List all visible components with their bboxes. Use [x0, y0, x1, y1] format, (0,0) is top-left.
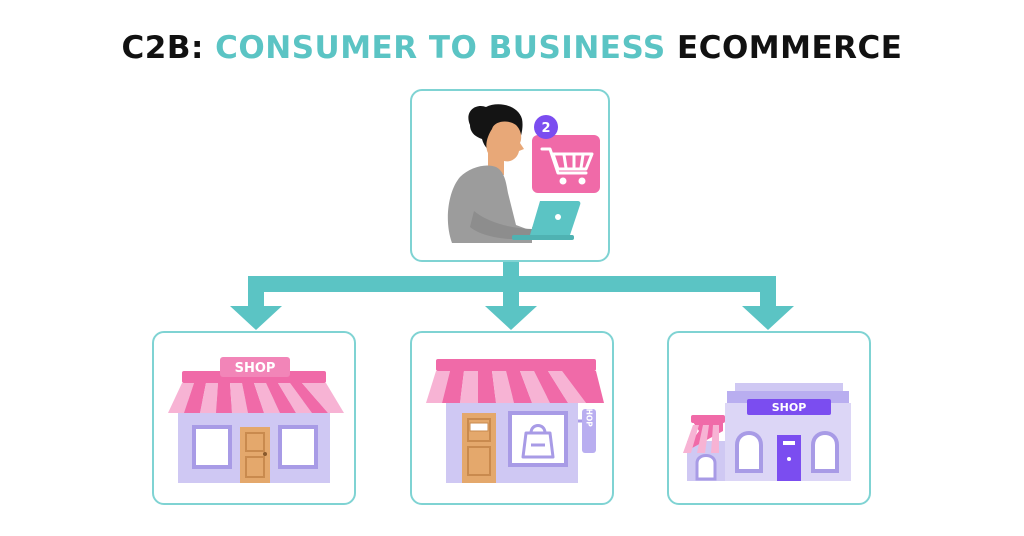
- arrow-left-head: [230, 306, 282, 330]
- shop-3-top-cornice: [735, 383, 843, 391]
- shop-3-sign: [747, 399, 831, 415]
- shop-2-awning-stripes: [426, 371, 604, 403]
- shop-3-window-left: [735, 431, 763, 473]
- shopping-bag-icon: [521, 431, 555, 459]
- consumer-box: 2: [410, 89, 610, 262]
- shop-3-illustration: SHOP: [683, 383, 851, 481]
- arrow-center-head: [485, 306, 537, 330]
- shop-2-illustration: SHOP: [426, 359, 604, 483]
- shop-3-sign-label: SHOP: [772, 401, 807, 414]
- shop-2-door-hanging-sign: [469, 422, 489, 432]
- page-title: C2B: CONSUMER TO BUSINESS ECOMMERCE: [0, 30, 1024, 66]
- shop-3-side-awning-stripes: [683, 425, 719, 453]
- laptop-logo: [555, 214, 561, 220]
- shop-1-window-left: [192, 425, 232, 469]
- cart-badge-count: 2: [541, 121, 550, 136]
- cart-wheel-left: [559, 177, 567, 185]
- shop-2-awning-bar: [436, 359, 596, 371]
- cart-icon: [540, 147, 594, 175]
- shop-1-illustration: SHOP: [168, 357, 344, 483]
- sweater: [447, 165, 532, 243]
- shop-3-side-window: [695, 454, 717, 481]
- arrow-center-stem: [503, 276, 519, 308]
- shop-3-door-knob: [787, 457, 791, 461]
- shop-1-awning-stripes: [168, 383, 344, 413]
- title-suffix: ECOMMERCE: [677, 30, 903, 66]
- shop-3-window-right: [811, 431, 839, 473]
- shop-2-vertical-sign-label: SHOP: [585, 403, 594, 427]
- arrow-right-stem: [760, 276, 776, 308]
- shop-3-side-awning-bar: [691, 415, 725, 423]
- business-shop-2: SHOP: [410, 331, 614, 505]
- arrow-left-stem: [248, 276, 264, 308]
- shop-1-sign-label: SHOP: [235, 361, 276, 376]
- title-prefix: C2B:: [121, 30, 204, 66]
- shop-2-vertical-sign: [582, 409, 596, 453]
- consumer-illustration: 2: [447, 104, 600, 243]
- business-shop-1: SHOP: [152, 331, 356, 505]
- shop-1-door-knob: [263, 452, 267, 456]
- arrow-right-head: [742, 306, 794, 330]
- business-shop-3: SHOP: [667, 331, 871, 505]
- shop-1-window-right: [278, 425, 318, 469]
- title-highlight: CONSUMER TO BUSINESS: [215, 30, 666, 66]
- cart-wheel-right: [578, 177, 586, 185]
- arm: [470, 211, 536, 240]
- shop-1-sign: [220, 357, 290, 377]
- laptop-base: [512, 235, 574, 240]
- cart-badge: [534, 115, 558, 139]
